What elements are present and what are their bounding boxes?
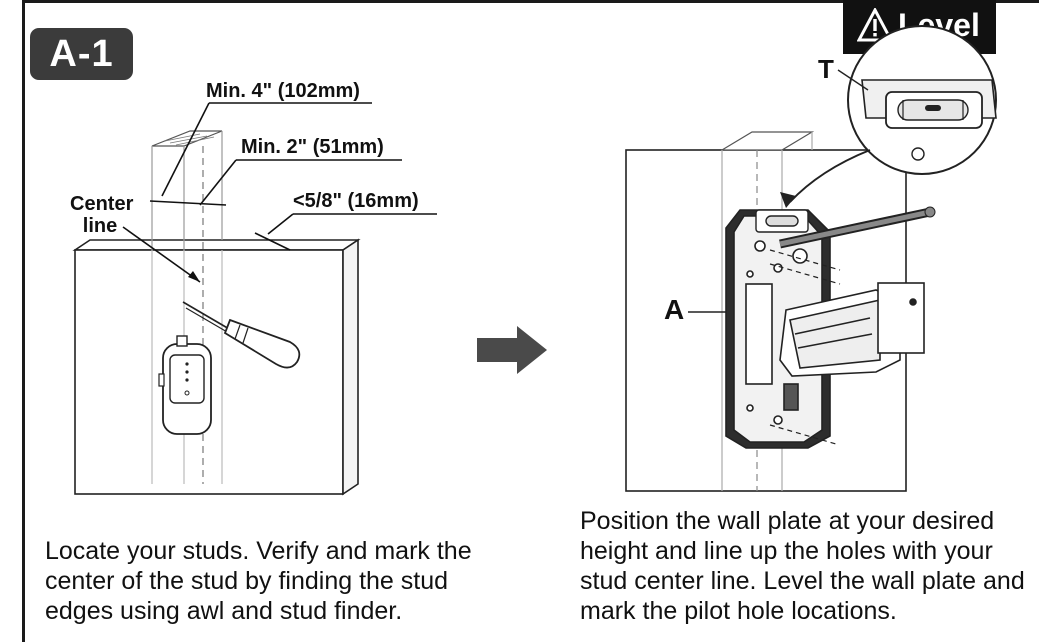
part-a-label: A: [664, 294, 685, 325]
dimension-depth-label: <5/8" (16mm): [293, 190, 419, 212]
zoom-callout: [837, 25, 997, 175]
panel-border-left: [22, 0, 25, 642]
step-badge: A-1: [30, 28, 133, 80]
panel-border-top: [22, 0, 1039, 3]
drywall-panel: [72, 238, 361, 496]
part-t-label: T: [818, 54, 834, 84]
awl: [182, 301, 301, 369]
pencil: [779, 206, 936, 249]
bubble-level: [755, 209, 809, 233]
dimension-half-label: Min. 2" (51mm): [241, 136, 384, 158]
center-line-label-line2: line: [82, 215, 118, 237]
mount-arm: [779, 282, 925, 377]
stud-finder-device: [158, 335, 212, 435]
right-caption: Position the wall plate at your desired …: [580, 507, 1025, 625]
center-line-label: Center line: [70, 193, 134, 237]
center-line-label-line1: Center: [70, 193, 134, 215]
dimension-width-label: Min. 4" (102mm): [206, 80, 360, 102]
warning-icon: [857, 8, 893, 42]
left-caption: Locate your studs. Verify and mark the c…: [45, 537, 472, 625]
next-step-arrow-icon: [477, 326, 547, 374]
